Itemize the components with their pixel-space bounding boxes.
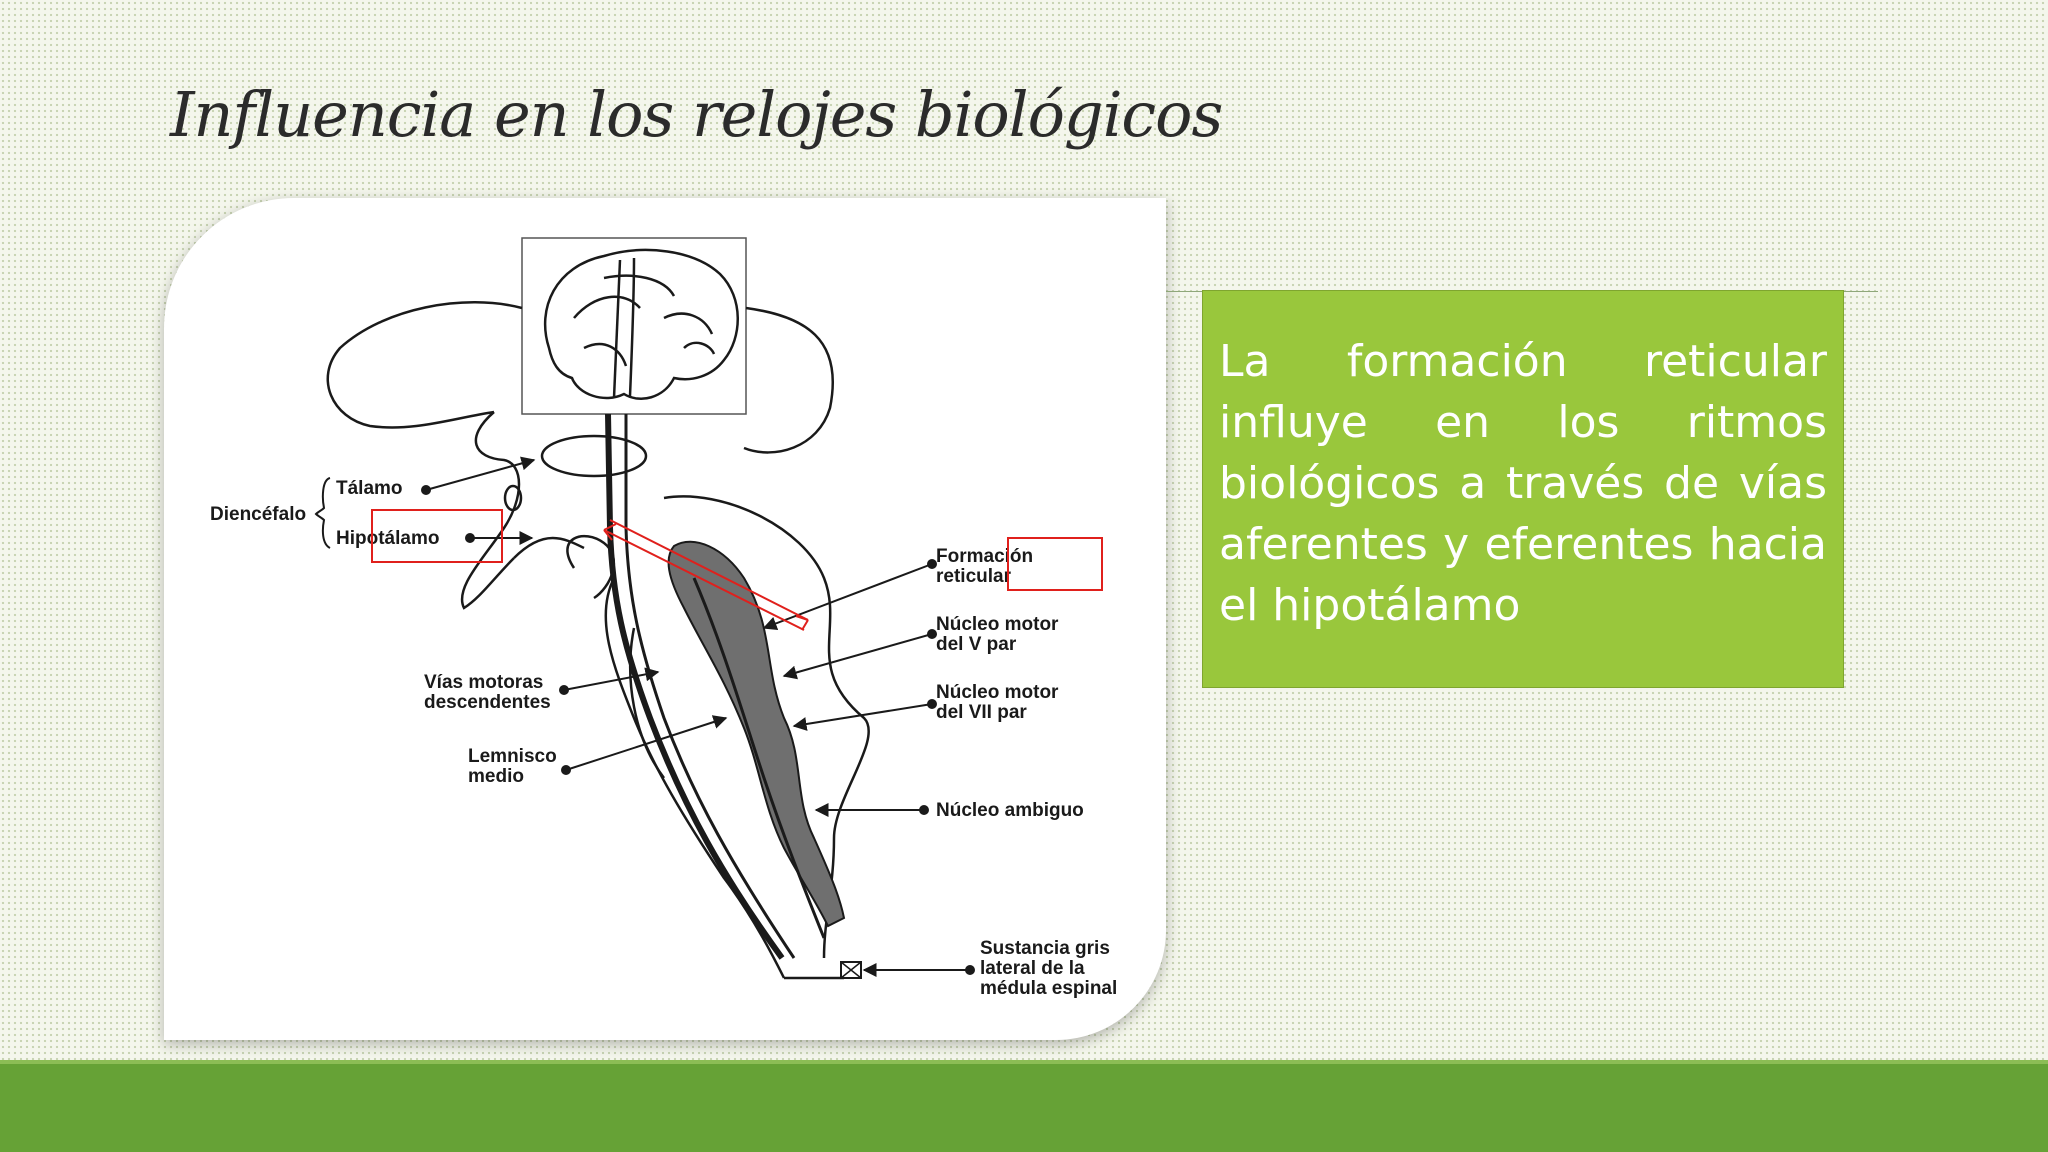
- cortex-illustration: [543, 248, 739, 400]
- slide-title: Influencia en los relojes biológicos: [170, 78, 1223, 151]
- label-diencefalo: Diencéfalo: [210, 504, 306, 525]
- label-vias-1: Vías motoras: [424, 672, 543, 693]
- diagram-card: Diencéfalo Tálamo Hipotálamo Formación r…: [164, 198, 1166, 1040]
- thalamus-shape: [540, 434, 648, 478]
- label-formacion-2: reticular: [936, 566, 1012, 587]
- explanation-text: La formación reticular influye en los ri…: [1219, 336, 1827, 631]
- highlight-formacion-box: [1007, 537, 1103, 591]
- highlight-hipotalamo-box: [371, 509, 503, 563]
- label-nucleo-v-1: Núcleo motor: [936, 614, 1059, 635]
- label-ambiguo: Núcleo ambiguo: [936, 800, 1084, 821]
- spinal-cord-section-box: [840, 961, 862, 979]
- label-lemnisco-1: Lemnisco: [468, 746, 557, 767]
- brain-outline: [326, 301, 835, 610]
- label-hipotalamo: Hipotálamo: [336, 528, 439, 549]
- label-sustancia-1: Sustancia gris: [980, 938, 1110, 959]
- label-sustancia-2: lateral de la: [980, 958, 1085, 979]
- label-lemnisco-2: medio: [468, 766, 524, 787]
- label-formacion-1: Formación: [936, 546, 1033, 567]
- diencephalon-bracket: [314, 477, 331, 549]
- red-highlights: [371, 509, 1103, 631]
- label-talamo: Tálamo: [336, 478, 403, 499]
- label-sustancia-3: médula espinal: [980, 978, 1117, 999]
- label-nucleo-vii-2: del VII par: [936, 702, 1027, 723]
- red-arrow-efferent: [609, 519, 809, 621]
- red-arrow-afferent: [603, 529, 805, 631]
- brainstem-diagram: Diencéfalo Tálamo Hipotálamo Formación r…: [210, 237, 1117, 999]
- bottom-bar-edge: [0, 1060, 2048, 1064]
- label-pointers: [421, 456, 975, 977]
- label-nucleo-vii-1: Núcleo motor: [936, 682, 1059, 703]
- reticular-formation-shade: [667, 540, 846, 928]
- explanation-box: La formación reticular influye en los ri…: [1202, 290, 1844, 688]
- bottom-bar: [0, 1064, 2048, 1152]
- cortex-inset-box: [521, 237, 747, 415]
- label-nucleo-v-2: del V par: [936, 634, 1017, 655]
- spinal-cord-section-cross: [840, 961, 862, 979]
- descending-tracts: [605, 413, 826, 960]
- label-vias-2: descendentes: [424, 692, 551, 713]
